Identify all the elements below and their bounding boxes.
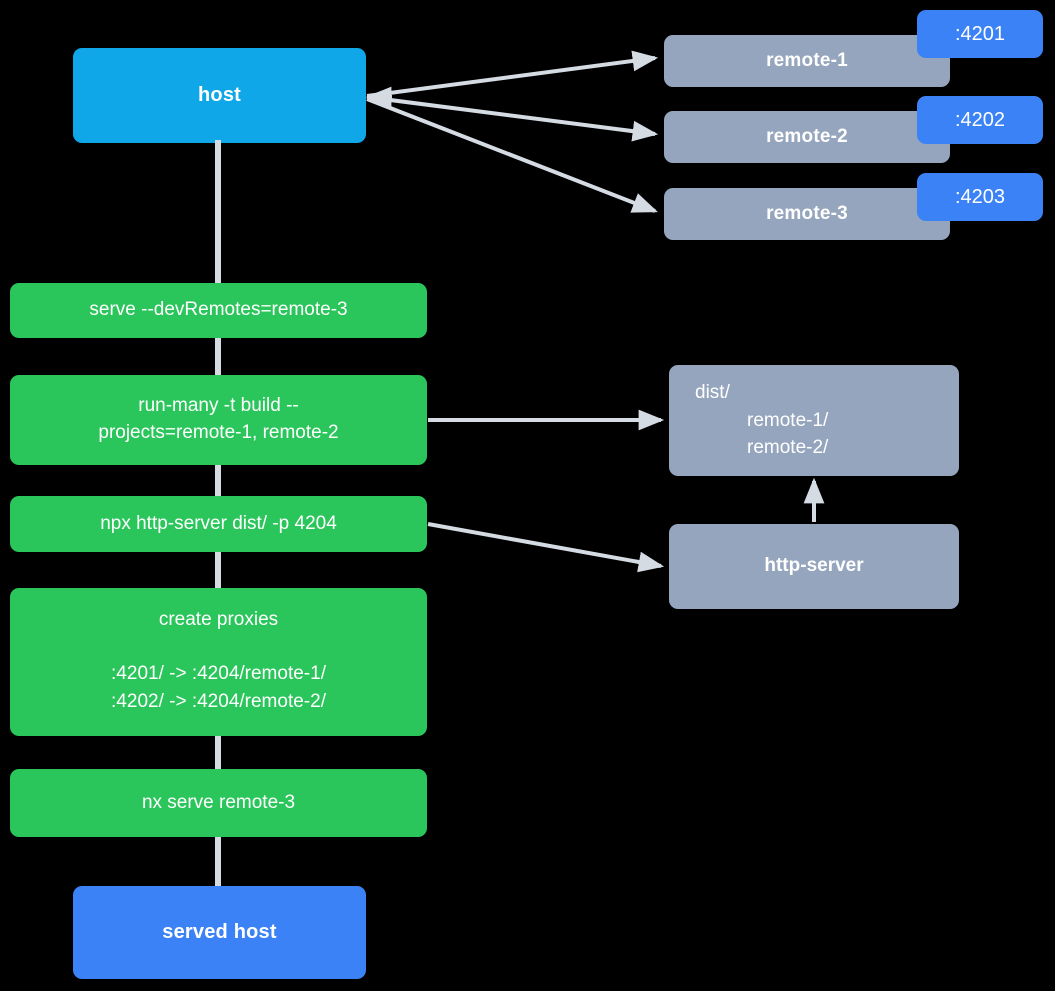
spine-nxserve-to-served bbox=[215, 834, 221, 886]
port-badge-remote-2: :4202 bbox=[917, 96, 1043, 144]
spine-host-to-serve bbox=[215, 140, 221, 288]
node-remote-3[interactable]: remote-3 bbox=[664, 188, 950, 240]
node-http-server-label: http-server bbox=[764, 555, 864, 577]
edge-host-to-remote-3 bbox=[366, 97, 658, 213]
proxy-mapping-1: :4201/ -> :4204/remote-1/ bbox=[111, 662, 326, 684]
node-served-host-label: served host bbox=[162, 921, 277, 944]
port-badge-remote-2-label: :4202 bbox=[954, 108, 1006, 131]
node-host[interactable]: host bbox=[73, 48, 366, 143]
command-run-many-line1: run-many -t build -- bbox=[138, 395, 299, 417]
command-run-many-line2: projects=remote-1, remote-2 bbox=[98, 422, 339, 443]
edge-npx-to-httpserver bbox=[427, 522, 665, 573]
dist-folder-child-1: remote-1/ bbox=[747, 409, 829, 431]
spine-npx-to-proxies bbox=[215, 550, 221, 590]
node-remote-3-label: remote-3 bbox=[766, 202, 848, 224]
edge-host-to-remote-1 bbox=[366, 50, 659, 98]
node-host-label: host bbox=[197, 84, 242, 107]
node-remote-1[interactable]: remote-1 bbox=[664, 35, 950, 87]
command-run-many[interactable]: run-many -t build -- projects=remote-1, … bbox=[10, 375, 427, 465]
port-badge-remote-1: :4201 bbox=[917, 10, 1043, 58]
dist-folder-tree: dist/ remote-1/ remote-2/ bbox=[669, 379, 985, 462]
spine-serve-to-runmany bbox=[215, 336, 221, 376]
command-create-proxies-mappings: :4201/ -> :4204/remote-1/ :4202/ -> :420… bbox=[111, 660, 326, 717]
port-badge-remote-3: :4203 bbox=[917, 173, 1043, 221]
spine-runmany-to-npx bbox=[215, 462, 221, 496]
command-serve-devremotes[interactable]: serve --devRemotes=remote-3 bbox=[10, 283, 427, 338]
edge-host-to-remote-2 bbox=[366, 95, 659, 142]
node-remote-2-label: remote-2 bbox=[766, 125, 848, 147]
port-badge-remote-1-label: :4201 bbox=[954, 22, 1006, 45]
command-nx-serve-remote-3-label: nx serve remote-3 bbox=[141, 791, 296, 813]
node-http-server[interactable]: http-server bbox=[669, 524, 959, 609]
proxy-mapping-2: :4202/ -> :4204/remote-2/ bbox=[111, 691, 326, 713]
command-npx-http-server-label: npx http-server dist/ -p 4204 bbox=[100, 512, 337, 534]
dist-folder-root: dist/ bbox=[695, 382, 730, 404]
node-remote-1-label: remote-1 bbox=[766, 49, 848, 71]
command-create-proxies[interactable]: create proxies :4201/ -> :4204/remote-1/… bbox=[10, 588, 427, 736]
port-badge-remote-3-label: :4203 bbox=[954, 185, 1006, 208]
command-create-proxies-title: create proxies bbox=[158, 609, 279, 631]
node-remote-2[interactable]: remote-2 bbox=[664, 111, 950, 163]
command-serve-devremotes-label: serve --devRemotes=remote-3 bbox=[89, 299, 348, 321]
command-npx-http-server[interactable]: npx http-server dist/ -p 4204 bbox=[10, 496, 427, 552]
node-served-host[interactable]: served host bbox=[73, 886, 366, 979]
dist-folder-child-2: remote-2/ bbox=[747, 437, 829, 459]
node-dist-folder[interactable]: dist/ remote-1/ remote-2/ bbox=[669, 365, 959, 476]
command-nx-serve-remote-3[interactable]: nx serve remote-3 bbox=[10, 769, 427, 837]
spine-proxies-to-nxserve bbox=[215, 734, 221, 770]
